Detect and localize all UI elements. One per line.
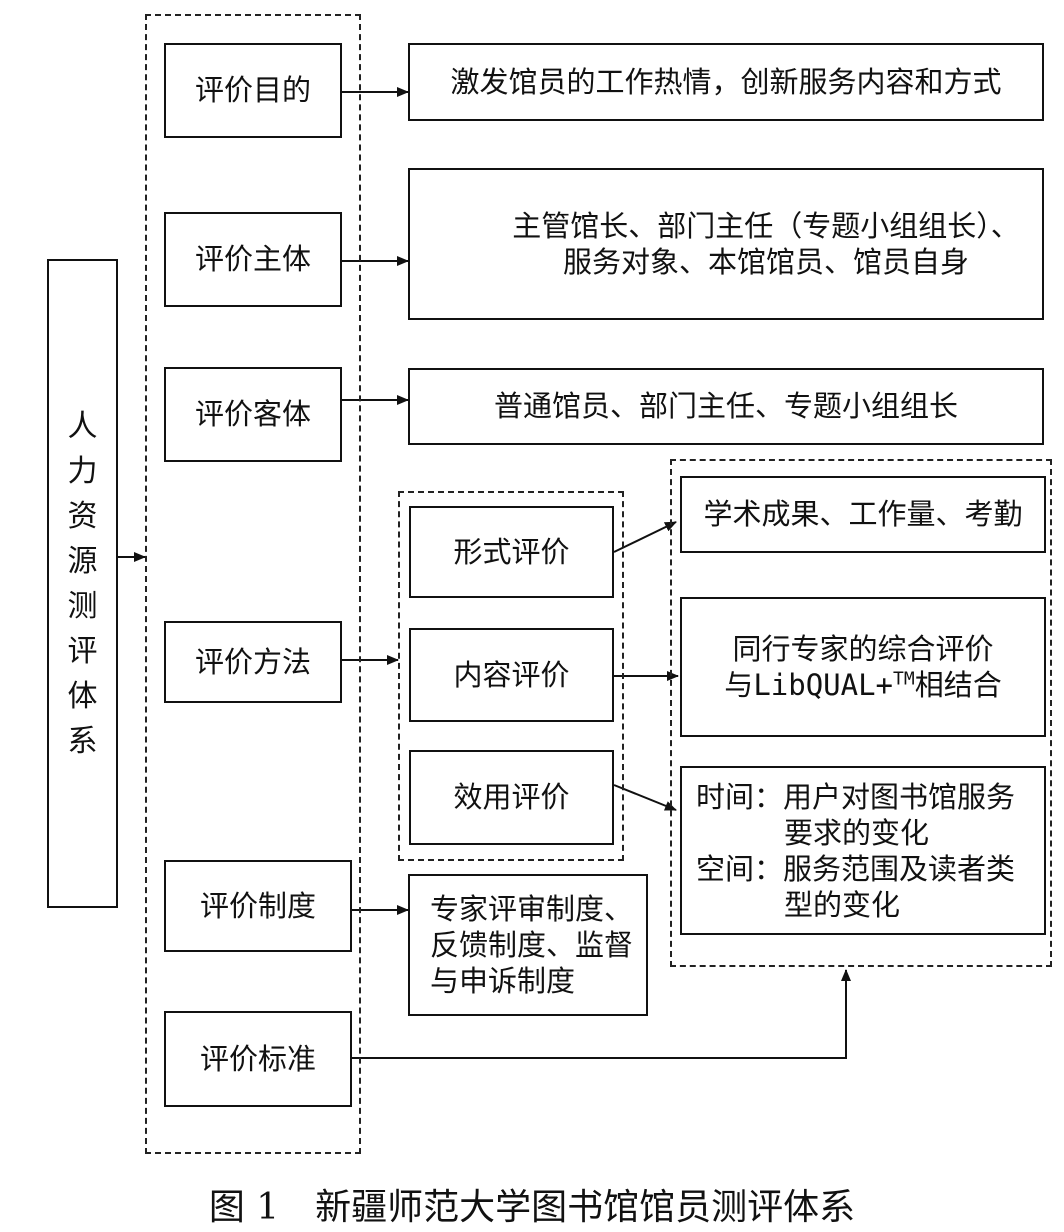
content-desc: 同行专家的综合评价 与LibQUAL+TM相结合 xyxy=(680,597,1046,737)
arrow-utility xyxy=(613,784,677,811)
content-desc-post: 相结合 xyxy=(914,668,1002,702)
utility-time-text2: 要求的变化 xyxy=(784,815,930,850)
category-system: 评价制度 xyxy=(164,860,352,952)
root-box: 人 力 资 源 测 评 体 系 xyxy=(47,259,118,908)
utility-space-text1: 服务范围及读者类 xyxy=(783,851,1016,886)
subject-desc-line1: 主管馆长、部门主任（专题小组组长）、 xyxy=(512,208,1020,243)
purpose-desc-text: 激发馆员的工作热情，创新服务内容和方式 xyxy=(450,64,1002,99)
method-content-label: 内容评价 xyxy=(453,657,570,692)
utility-space-text2: 型的变化 xyxy=(784,887,901,922)
category-system-label: 评价制度 xyxy=(199,888,316,923)
method-utility: 效用评价 xyxy=(409,750,614,845)
category-subject: 评价主体 xyxy=(164,212,342,307)
root-char-6: 评 xyxy=(67,633,98,669)
utility-space-line1: 空间：服务范围及读者类 xyxy=(696,851,1015,887)
form-desc: 学术成果、工作量、考勤 xyxy=(680,476,1046,553)
method-form: 形式评价 xyxy=(409,506,614,598)
root-char-2: 力 xyxy=(67,453,98,489)
utility-time-label: 时间： xyxy=(696,779,784,814)
utility-time-line2: 要求的变化 xyxy=(696,815,929,851)
method-form-label: 形式评价 xyxy=(453,534,570,569)
utility-desc: 时间：用户对图书馆服务 要求的变化 空间：服务范围及读者类 型的变化 xyxy=(680,766,1046,935)
content-desc-line2: 与LibQUAL+TM相结合 xyxy=(724,667,1001,703)
utility-time-line1: 时间：用户对图书馆服务 xyxy=(696,779,1015,815)
category-method: 评价方法 xyxy=(164,621,342,703)
root-char-5: 测 xyxy=(67,588,98,624)
category-standard: 评价标准 xyxy=(164,1011,352,1107)
utility-space-line2: 型的变化 xyxy=(696,887,900,923)
category-standard-label: 评价标准 xyxy=(199,1041,316,1076)
category-group xyxy=(145,14,361,1154)
root-char-4: 源 xyxy=(67,543,98,579)
system-desc-line1: 专家评审制度、 xyxy=(430,892,634,926)
root-char-7: 体 xyxy=(67,678,98,714)
object-desc: 普通馆员、部门主任、专题小组组长 xyxy=(408,368,1044,445)
category-object: 评价客体 xyxy=(164,367,342,462)
method-group xyxy=(398,491,624,861)
content-desc-code: LibQUAL+ xyxy=(753,668,893,702)
method-result-group xyxy=(670,459,1052,967)
system-desc-line2: 反馈制度、监督 xyxy=(430,928,634,962)
content-desc-line1: 同行专家的综合评价 xyxy=(732,631,994,666)
object-desc-text: 普通馆员、部门主任、专题小组组长 xyxy=(493,389,958,424)
category-object-label: 评价客体 xyxy=(194,397,311,432)
category-method-label: 评价方法 xyxy=(194,644,311,679)
category-purpose-label: 评价目的 xyxy=(194,73,311,108)
content-desc-pre: 与 xyxy=(724,668,754,702)
purpose-desc: 激发馆员的工作热情，创新服务内容和方式 xyxy=(408,43,1044,121)
root-char-3: 资 xyxy=(67,498,98,534)
method-utility-label: 效用评价 xyxy=(453,780,570,815)
root-char-8: 系 xyxy=(67,723,98,759)
utility-space-label: 空间： xyxy=(696,851,784,886)
utility-time-text1: 用户对图书馆服务 xyxy=(783,779,1016,814)
arrow-form xyxy=(613,521,677,553)
form-desc-text: 学术成果、工作量、考勤 xyxy=(703,497,1023,532)
subject-desc: 主管馆长、部门主任（专题小组组长）、 服务对象、本馆馆员、馆员自身 xyxy=(408,168,1044,320)
figure-caption: 图 1 新疆师范大学图书馆馆员测评体系 xyxy=(208,1187,856,1228)
category-subject-label: 评价主体 xyxy=(194,242,311,277)
method-content: 内容评价 xyxy=(409,628,614,722)
system-desc-line3: 与申诉制度 xyxy=(430,964,576,998)
category-purpose: 评价目的 xyxy=(164,43,342,138)
system-desc: 专家评审制度、 反馈制度、监督 与申诉制度 xyxy=(408,874,648,1016)
content-desc-sup: TM xyxy=(893,668,915,690)
root-char-1: 人 xyxy=(67,408,98,444)
subject-desc-line2: 服务对象、本馆馆员、馆员自身 xyxy=(562,245,969,279)
arrow-standard xyxy=(352,969,851,1059)
